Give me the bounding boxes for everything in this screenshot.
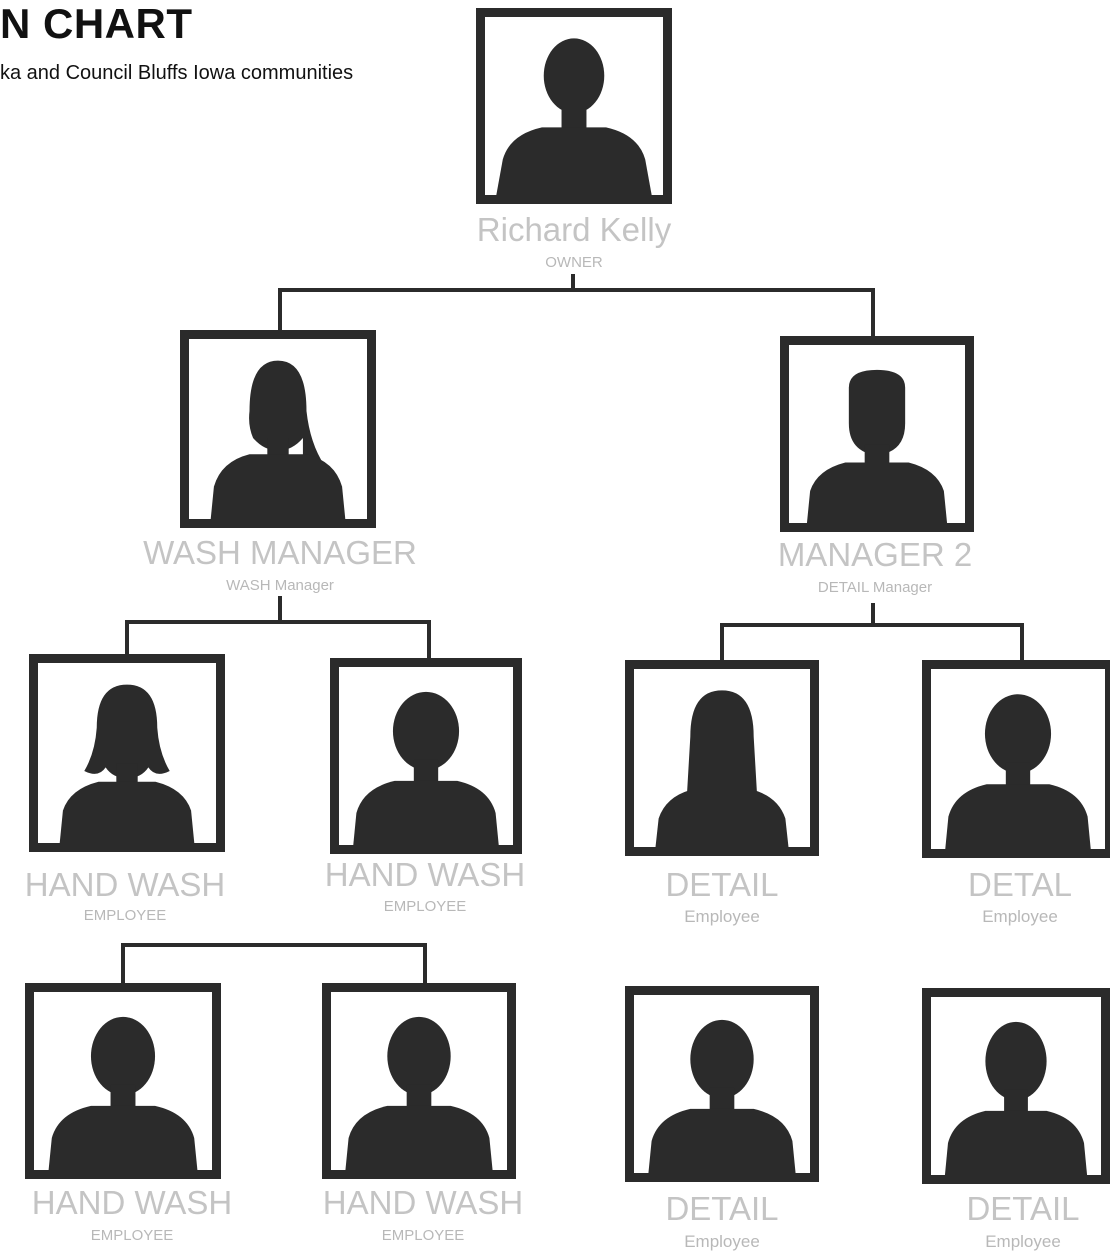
person-role: WASH Manager: [226, 577, 334, 594]
person-role: Employee: [684, 907, 760, 926]
person-role: EMPLOYEE: [83, 907, 167, 924]
person-role: Employee: [985, 1232, 1061, 1251]
person-role: EMPLOYEE: [383, 898, 467, 915]
avatar: [330, 658, 522, 854]
person-name: DETAIL: [665, 866, 779, 903]
person-name: HAND WASH: [24, 866, 226, 903]
page-title: N CHART: [0, 0, 193, 47]
male-silhouette-icon: [48, 1016, 198, 1170]
person-name: DETAL: [968, 866, 1072, 903]
male-silhouette-icon: [345, 1016, 493, 1170]
avatar: [625, 660, 819, 856]
person-role: DETAIL Manager: [817, 579, 933, 596]
male-silhouette-icon: [806, 369, 948, 523]
male-silhouette-icon: [945, 694, 1091, 849]
avatar: [625, 986, 819, 1182]
avatar: [322, 983, 516, 1179]
person-name: HAND WASH: [324, 856, 526, 893]
person-name: DETAIL: [966, 1190, 1080, 1227]
person-role: EMPLOYEE: [90, 1227, 174, 1244]
avatar: [922, 988, 1110, 1184]
person-role: OWNER: [545, 254, 603, 271]
female-silhouette-icon: [210, 360, 346, 519]
person-name: HAND WASH: [322, 1184, 524, 1221]
avatar: [180, 330, 376, 528]
person-name: DETAIL: [665, 1190, 779, 1227]
male-silhouette-icon: [648, 1019, 796, 1173]
person-name: WASH MANAGER: [143, 534, 417, 571]
avatar: [780, 336, 974, 532]
person-role: Employee: [684, 1232, 760, 1251]
avatar: [476, 8, 672, 204]
avatar: [922, 660, 1110, 858]
male-silhouette-icon: [353, 691, 499, 845]
female-silhouette-icon: [655, 690, 789, 847]
avatar: [25, 983, 221, 1179]
avatar: [29, 654, 225, 852]
person-name: Richard Kelly: [476, 211, 672, 248]
page-subtitle: ka and Council Bluffs Iowa communities: [0, 62, 354, 84]
person-name: MANAGER 2: [777, 536, 973, 573]
person-role: Employee: [982, 907, 1058, 926]
male-silhouette-icon: [496, 38, 652, 195]
person-role: EMPLOYEE: [381, 1227, 465, 1244]
male-silhouette-icon: [944, 1021, 1088, 1175]
person-name: HAND WASH: [31, 1184, 233, 1221]
female-silhouette-icon: [59, 684, 195, 843]
